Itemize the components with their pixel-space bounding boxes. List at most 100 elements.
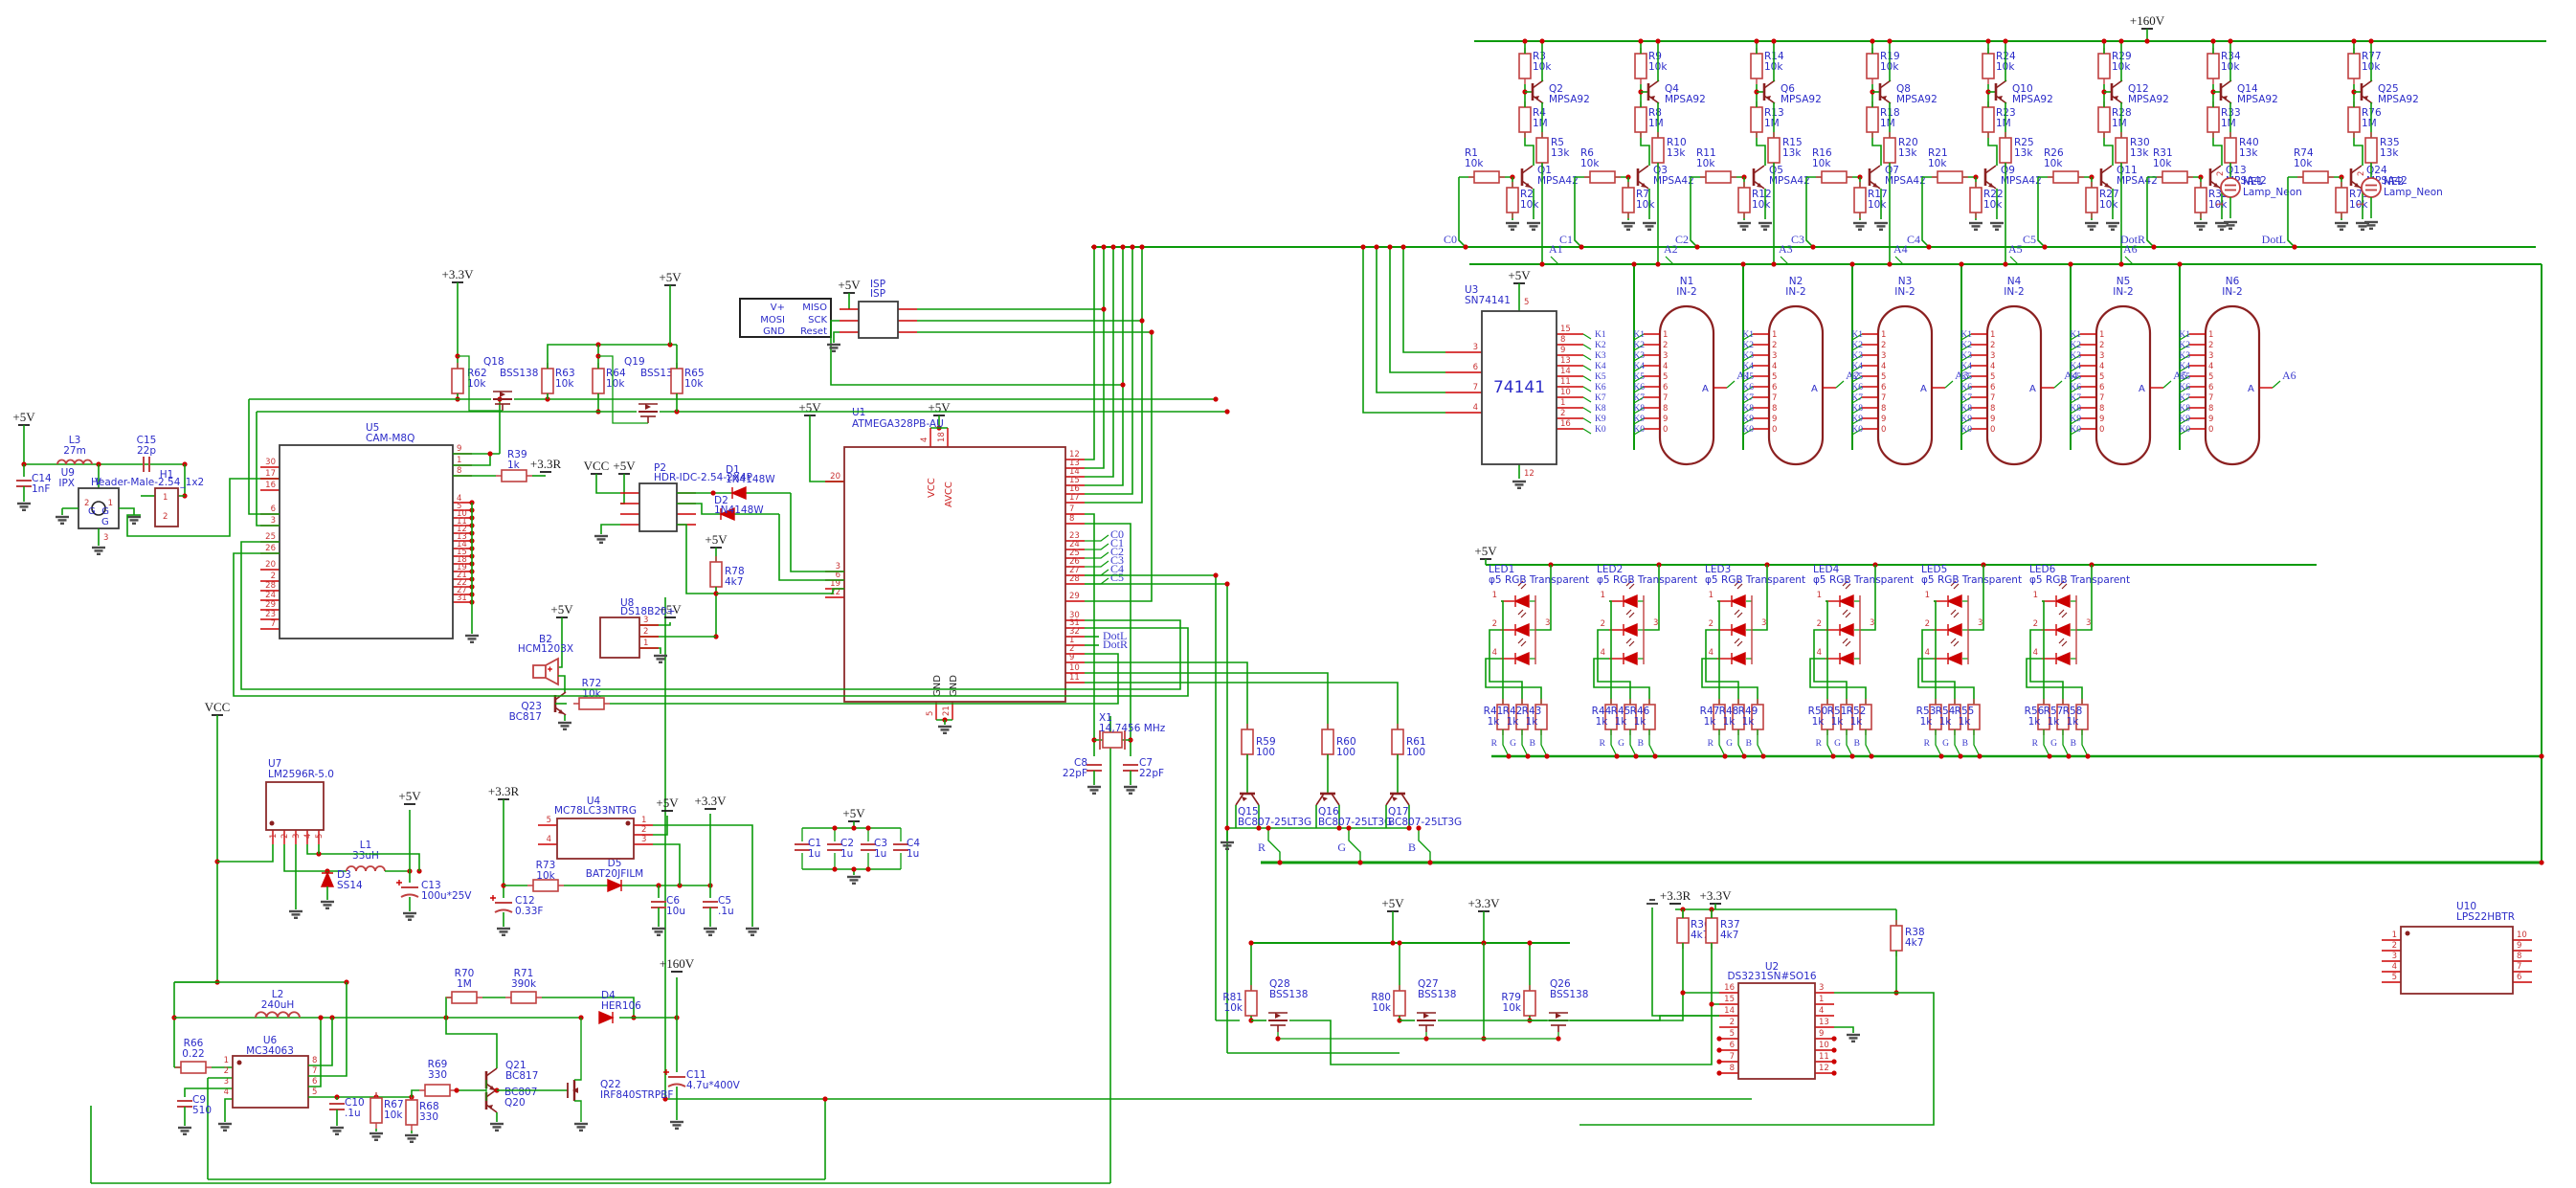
label: 390k	[511, 978, 537, 990]
label: 2	[2208, 341, 2213, 350]
label: R62	[467, 368, 487, 379]
label: 20	[265, 560, 276, 570]
wire	[1742, 354, 1754, 362]
label: 21	[457, 571, 467, 580]
label: 3	[1473, 343, 1478, 352]
label: IN-2	[2113, 286, 2133, 298]
wire	[1921, 177, 1930, 248]
label: 10k	[1752, 199, 1771, 211]
label: 5	[1524, 298, 1529, 307]
label: 15	[1560, 325, 1571, 334]
resistor-symbol	[1634, 53, 1647, 79]
label: D4	[601, 990, 616, 1001]
value-label: 1k	[1920, 716, 1934, 728]
junction-dot	[1149, 329, 1154, 335]
label: 1N4148W	[726, 474, 775, 485]
wire	[1633, 407, 1645, 415]
transistor-symbol	[1995, 95, 2007, 104]
label: C6	[666, 895, 680, 907]
label: R38	[1905, 927, 1925, 938]
label: 1	[1601, 591, 1605, 600]
label: 2	[84, 499, 89, 508]
resistor-symbol	[1999, 137, 2012, 164]
label: 8	[1069, 514, 1074, 524]
label: A5	[2008, 242, 2023, 256]
resistor-symbol	[2097, 106, 2111, 133]
wire	[1633, 333, 1645, 341]
wire	[453, 454, 491, 466]
label: R72	[582, 678, 602, 689]
resistor-symbol	[1982, 53, 1995, 79]
label: 20	[830, 472, 840, 482]
label: AVCC	[944, 482, 954, 507]
junction-dot	[1938, 753, 1944, 759]
transistor-arrow	[2104, 183, 2110, 188]
wire	[2070, 417, 2081, 425]
resistor-symbol	[2115, 137, 2128, 164]
resistor-symbol	[1473, 170, 1500, 184]
label: 10k	[2349, 199, 2368, 211]
label: CAM-M8Q	[366, 433, 414, 444]
label: 9	[2517, 941, 2521, 951]
label: Q10	[2012, 83, 2033, 95]
value-label: 1k	[2048, 716, 2061, 728]
label: 3	[2208, 351, 2213, 361]
label: 11	[1819, 1052, 1829, 1062]
label: 4	[1990, 362, 1995, 371]
wire	[308, 1018, 333, 1066]
ic-body	[1737, 982, 1816, 1080]
resistor-symbol	[2206, 53, 2220, 79]
value-label: 1k	[1526, 716, 1539, 728]
resistor-symbol	[1750, 106, 1763, 133]
junction-dot	[1275, 1036, 1281, 1042]
label: DS18B20+	[620, 606, 675, 617]
wire	[1085, 577, 1109, 585]
wire	[2070, 428, 2081, 436]
label: K0	[1960, 425, 1972, 435]
label: K5	[1851, 372, 1863, 382]
wire	[2070, 365, 2081, 372]
label: 26	[265, 544, 276, 553]
junction-dot	[1870, 38, 1875, 44]
resistor-symbol	[1705, 917, 1718, 944]
label: C7	[1139, 757, 1153, 769]
label: BSS138	[500, 368, 538, 379]
wire	[1582, 375, 1592, 382]
label: Q17	[1388, 806, 1409, 818]
junction-dot	[1771, 261, 1777, 267]
label: MPSA42	[2001, 175, 2042, 187]
wire	[1582, 344, 1592, 350]
label: 14	[1069, 467, 1080, 477]
led-arrows	[1517, 638, 1527, 647]
transistor-symbol	[1235, 793, 1244, 806]
resistor-symbol	[1883, 137, 1896, 164]
resistor-symbol	[1622, 187, 1635, 213]
label: 10k	[1696, 158, 1715, 169]
wire	[1960, 407, 1972, 415]
resistor-symbol	[2347, 106, 2361, 133]
nixie-driver: +5V5VCC12GNDA3B6C7D4K1115K228K339K4413K5…	[1360, 242, 2296, 489]
label: 10k	[555, 378, 574, 390]
label: 3	[1978, 618, 1982, 628]
label: 3	[836, 562, 840, 572]
ic-body	[2400, 926, 2514, 995]
label: U4	[587, 796, 601, 807]
label: K6	[1633, 383, 1645, 392]
wire	[2070, 407, 2081, 415]
label: LED3	[1705, 564, 1731, 575]
transistor-symbol	[1400, 793, 1410, 806]
label: ATMEGA328PB-AU	[852, 418, 944, 430]
ic-body	[843, 446, 1066, 703]
ic-body	[78, 487, 120, 529]
net-label: C4	[1907, 233, 1920, 246]
label: 6	[1473, 363, 1478, 372]
nixie-tube-symbol	[1767, 304, 1825, 466]
net-label: C1	[1559, 233, 1573, 246]
label: 1M	[1880, 118, 1895, 129]
label: 3	[643, 616, 648, 625]
label: Q4	[1665, 83, 1679, 95]
label: MPSA92	[1781, 94, 1822, 105]
